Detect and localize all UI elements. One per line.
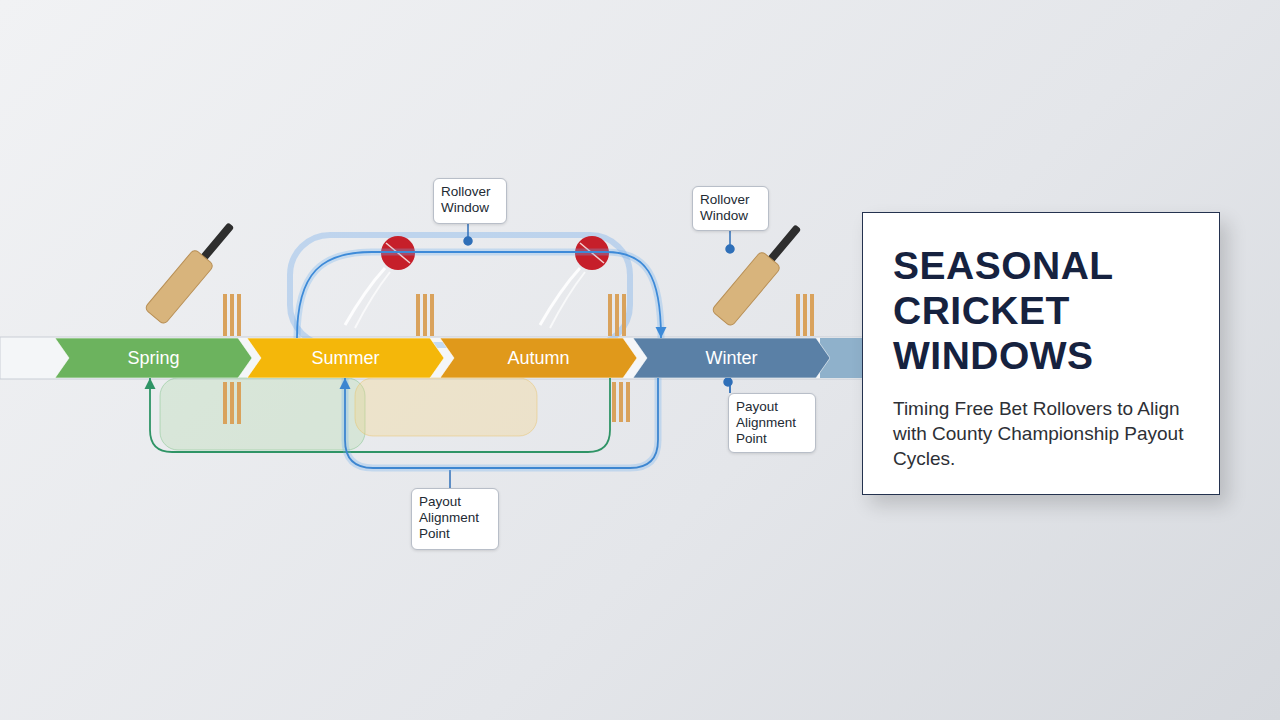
glow-outline	[290, 235, 630, 345]
connector-glow	[345, 378, 658, 468]
title-panel: SEASONAL CRICKET WINDOWS Timing Free Bet …	[862, 212, 1220, 495]
soft-region	[160, 378, 365, 450]
callout-text: Rollover Window	[441, 184, 499, 216]
heading-text: SEASONAL CRICKET WINDOWS	[893, 243, 1183, 378]
timeline-track	[0, 337, 870, 379]
connector	[145, 378, 611, 452]
season-label: Summer	[311, 348, 379, 369]
connector-glow	[297, 252, 661, 338]
season-chevron: Winter	[633, 338, 830, 378]
arrow-head	[656, 327, 667, 338]
connector-line	[729, 378, 731, 393]
soft-region	[355, 378, 537, 436]
callout-text: Payout Alignment Point	[736, 399, 808, 447]
season-label: Autumn	[507, 348, 569, 369]
cricket-bat	[711, 218, 808, 327]
callout-box: Rollover Window	[433, 178, 507, 224]
arrow-head	[145, 378, 156, 389]
connector	[730, 378, 731, 393]
cricket-bat	[144, 216, 241, 325]
season-label: Winter	[705, 348, 757, 369]
chevron-fill	[55, 338, 252, 378]
body-text: Timing Free Bet Rollovers to Align with …	[893, 396, 1193, 471]
connector-line	[297, 252, 661, 338]
chevron-fill	[247, 338, 444, 378]
cricket-ball	[540, 236, 609, 328]
callout-box: Payout Alignment Point	[411, 488, 499, 550]
callout-box: Rollover Window	[692, 186, 769, 231]
connector-line	[150, 378, 610, 452]
connector-line	[345, 378, 658, 468]
season-label: Spring	[127, 348, 179, 369]
callout-text: Payout Alignment Point	[419, 494, 491, 542]
connector	[340, 378, 659, 468]
chevron-fill	[633, 338, 830, 378]
callout-box: Payout Alignment Point	[728, 393, 816, 453]
callout-text: Rollover Window	[700, 192, 761, 224]
season-chevron: Summer	[247, 338, 444, 378]
stumps	[223, 294, 814, 424]
cricket-ball	[345, 236, 415, 328]
arrow-head	[340, 378, 351, 389]
season-chevron: Spring	[55, 338, 252, 378]
season-chevron: Autumn	[440, 338, 637, 378]
connector	[297, 252, 667, 338]
chevron-fill	[440, 338, 637, 378]
